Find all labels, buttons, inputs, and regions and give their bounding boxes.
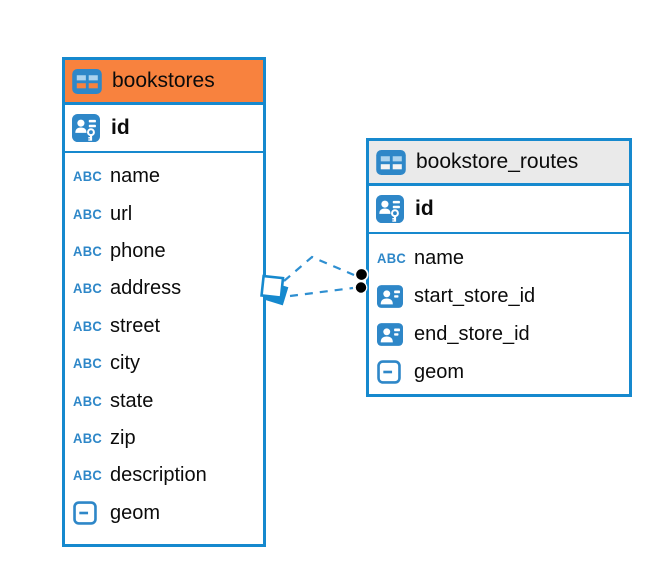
edge-ball-marker[interactable] — [354, 281, 368, 294]
abc-icon: ABC — [73, 355, 103, 372]
column-name: name — [110, 165, 161, 188]
edge-squares-marker[interactable] — [260, 274, 289, 306]
table-row[interactable]: start_store_id — [369, 277, 629, 315]
table-row[interactable]: ABC url — [65, 195, 263, 232]
edge-ball-marker[interactable] — [354, 267, 369, 282]
entity-table-bookstores[interactable]: bookstores id ABC — [62, 57, 266, 547]
table-row[interactable]: ABC address — [65, 270, 263, 307]
table-row-primary-key[interactable]: id — [369, 186, 629, 234]
table-row[interactable]: ABC name — [369, 239, 629, 277]
column-name: name — [414, 246, 465, 269]
column-name: url — [110, 202, 133, 225]
relationship-edge[interactable] — [289, 286, 354, 298]
table-row[interactable]: ABC phone — [65, 233, 263, 270]
table-title: bookstore_routes — [416, 150, 579, 173]
person-key-icon — [72, 114, 102, 142]
table-icon — [376, 149, 408, 175]
table-row[interactable]: end_store_id — [369, 315, 629, 353]
abc-icon: ABC — [73, 168, 103, 185]
column-name: city — [110, 352, 140, 375]
table-icon — [72, 68, 104, 94]
abc-icon: ABC — [73, 430, 103, 447]
column-name: id — [111, 116, 130, 139]
person-ref-icon — [377, 322, 407, 346]
column-name: state — [110, 389, 154, 412]
column-list: ABC name start_store_id — [369, 234, 629, 394]
relationship-edge[interactable] — [283, 255, 355, 282]
table-row[interactable]: ABC name — [65, 158, 263, 195]
abc-icon: ABC — [73, 243, 103, 260]
table-row[interactable]: geom — [369, 353, 629, 391]
table-row-primary-key[interactable]: id — [65, 105, 263, 153]
table-row[interactable]: ABC street — [65, 308, 263, 345]
abc-icon: ABC — [73, 318, 103, 335]
person-key-icon — [376, 195, 406, 223]
geometry-icon — [377, 360, 407, 384]
table-title: bookstores — [112, 69, 215, 92]
column-name: street — [110, 314, 161, 337]
abc-icon: ABC — [73, 467, 103, 484]
table-row[interactable]: ABC zip — [65, 420, 263, 457]
column-name: end_store_id — [414, 322, 530, 345]
person-ref-icon — [377, 284, 407, 308]
column-name: geom — [110, 501, 161, 524]
column-list: ABC name ABC url ABC phone ABC address A… — [65, 153, 263, 544]
column-name: description — [110, 464, 207, 487]
table-row[interactable]: ABC description — [65, 457, 263, 494]
column-name: geom — [414, 360, 465, 383]
table-header[interactable]: bookstore_routes — [369, 141, 629, 186]
column-name: phone — [110, 239, 166, 262]
column-name: id — [415, 197, 434, 220]
geometry-icon — [73, 501, 103, 525]
table-row[interactable]: ABC state — [65, 382, 263, 419]
column-name: zip — [110, 426, 136, 449]
table-row[interactable]: geom — [65, 495, 263, 532]
column-name: address — [110, 277, 182, 300]
abc-icon: ABC — [73, 393, 103, 409]
abc-icon: ABC — [73, 206, 103, 222]
table-header[interactable]: bookstores — [65, 60, 263, 105]
entity-table-bookstore-routes[interactable]: bookstore_routes id ABC — [366, 138, 632, 397]
column-name: start_store_id — [414, 284, 536, 307]
abc-icon: ABC — [377, 250, 407, 266]
table-row[interactable]: ABC city — [65, 345, 263, 382]
abc-icon: ABC — [73, 280, 103, 297]
